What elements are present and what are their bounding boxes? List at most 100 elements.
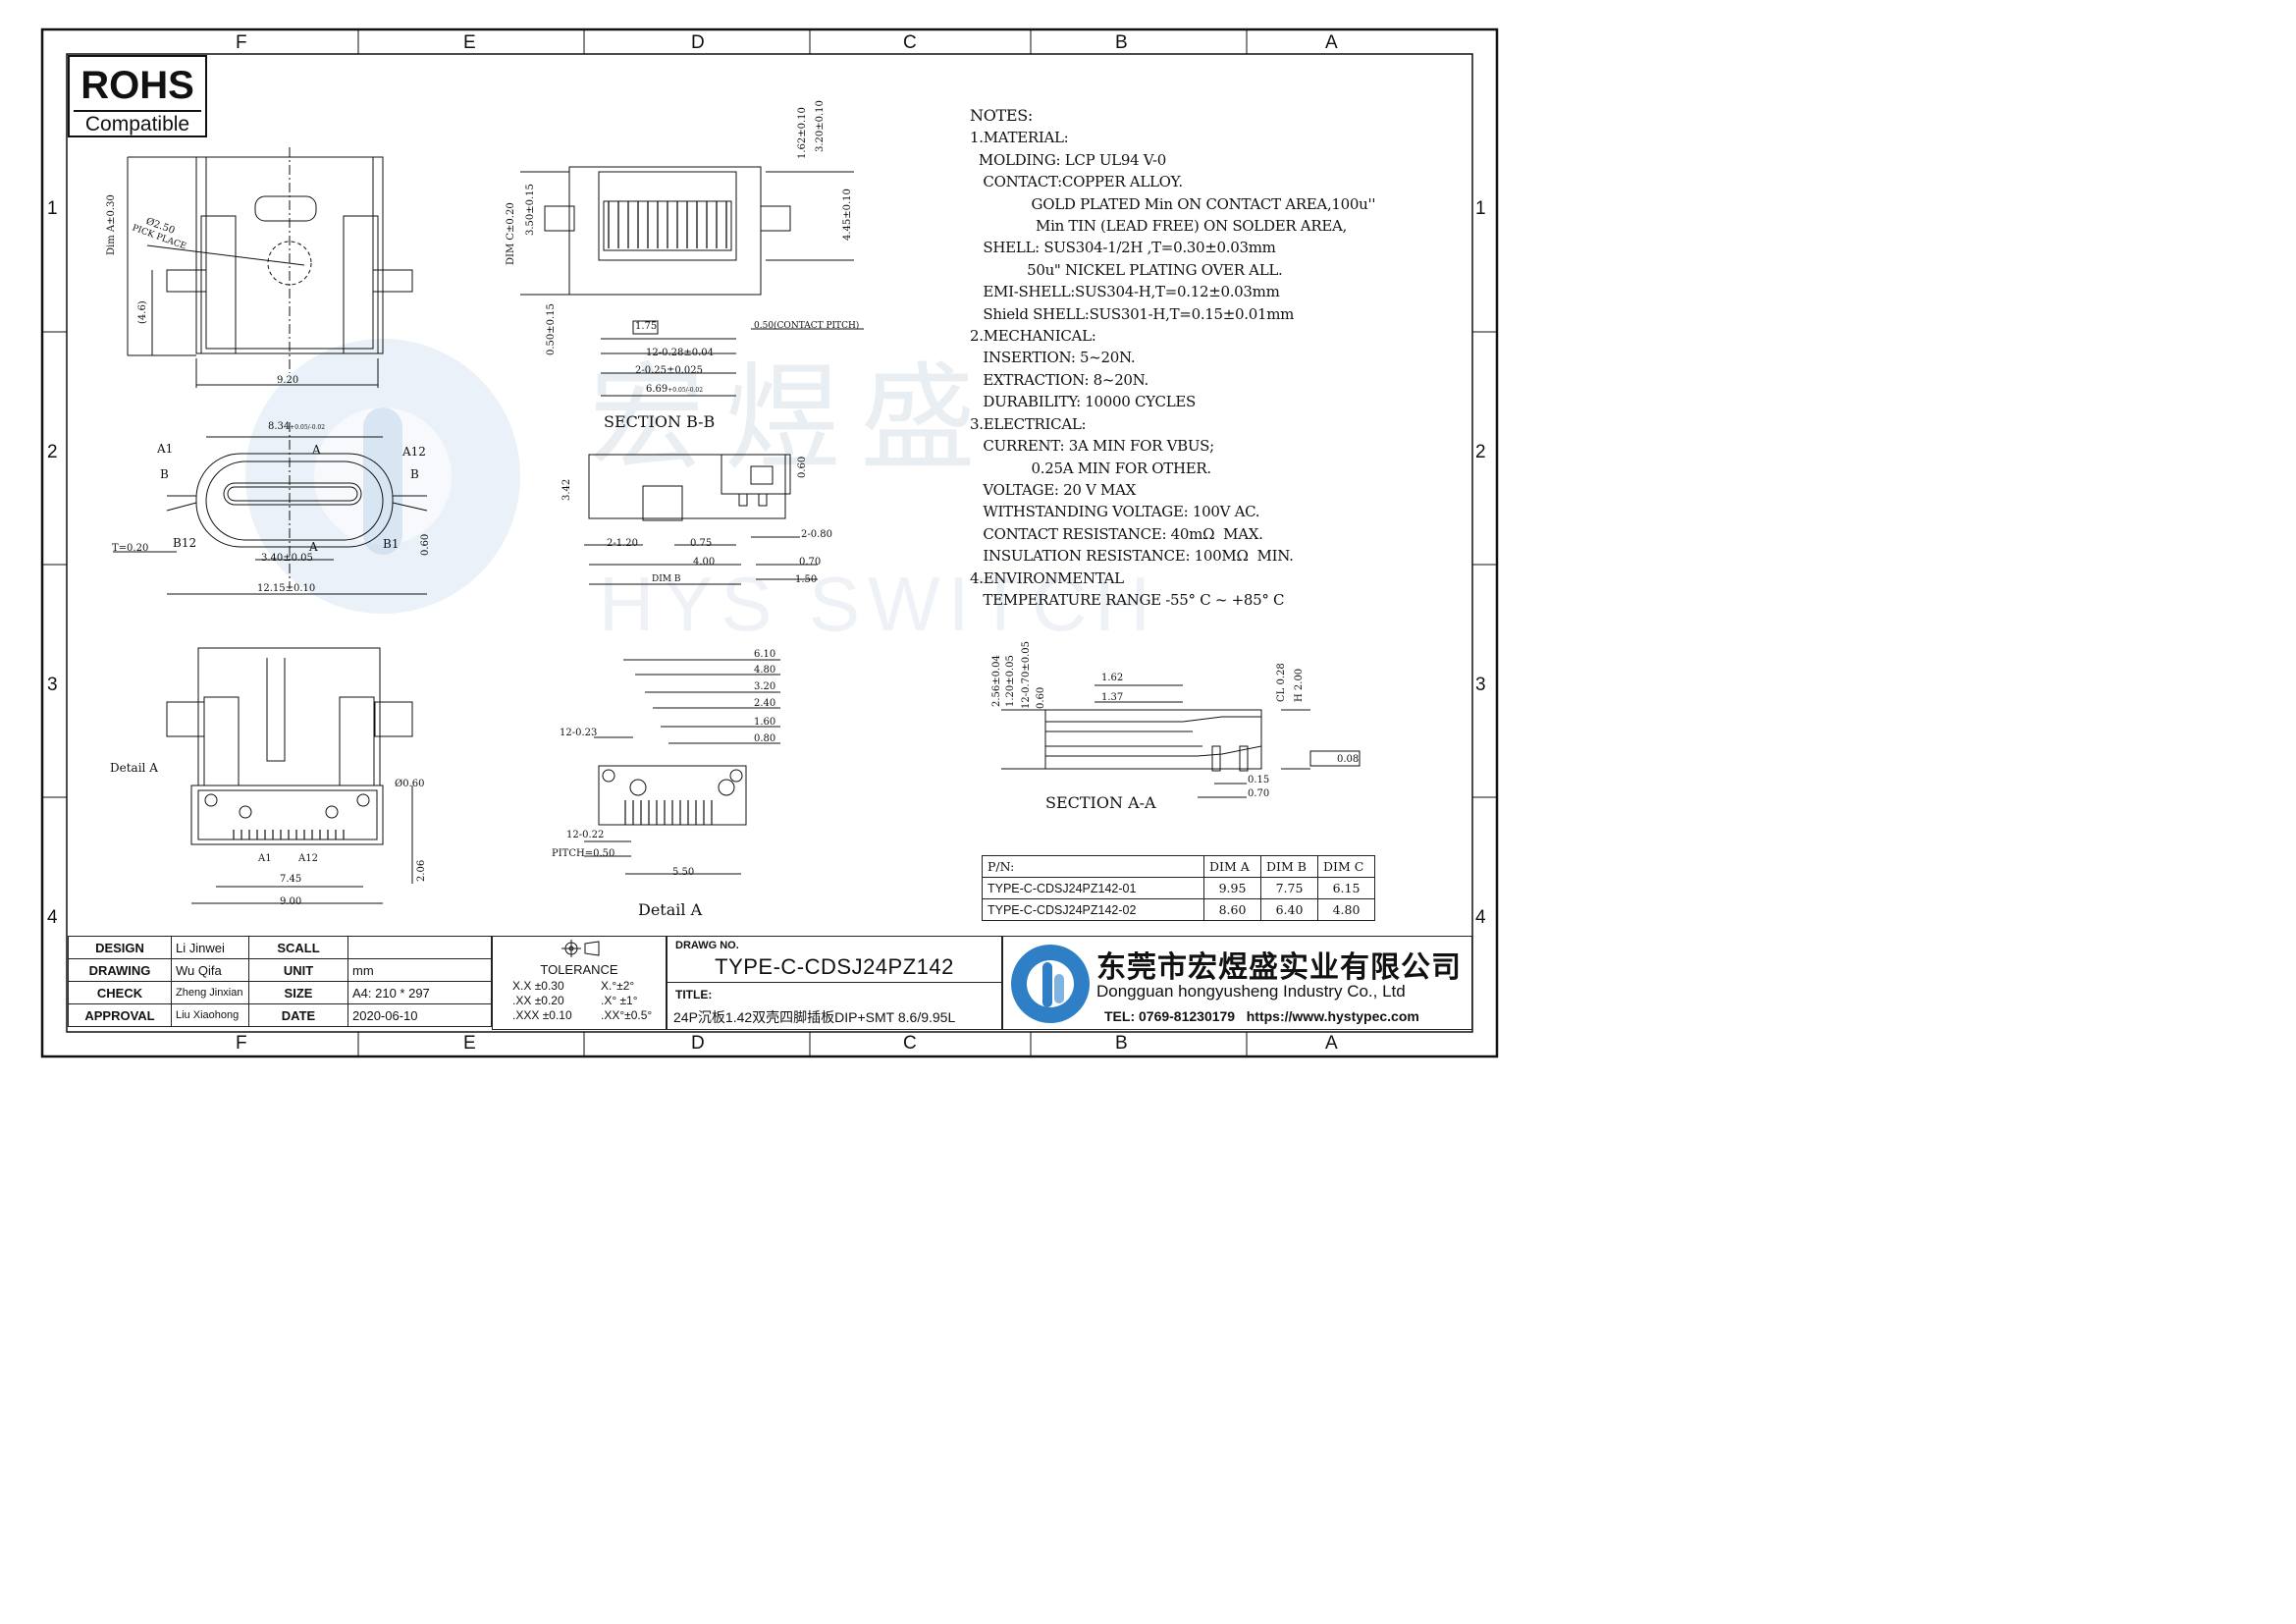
bottom-a12: A12 [298, 853, 318, 864]
pn-header: DIM B [1260, 855, 1318, 878]
drawing-frame [40, 27, 1499, 1058]
top-dim-a: Dim A±0.30 [106, 194, 117, 255]
note-line: GOLD PLATED Min ON CONTACT AREA,100u'' [970, 194, 1376, 213]
projection-symbol-icon [561, 940, 600, 957]
zone-row-3-right: 3 [1475, 675, 1486, 695]
front-a-top: A [312, 443, 321, 457]
side-150: 1.50 [795, 574, 818, 585]
bb-pitch: 0.50(CONTACT PITCH) [754, 321, 860, 331]
detail-a-drawing [584, 659, 780, 875]
scall-label: SCALL [248, 936, 348, 959]
detail-pitch: PITCH=0.50 [552, 848, 615, 859]
aa-cl: CL 0.28 [1276, 663, 1287, 702]
front-1215: 12.15±0.10 [257, 583, 316, 594]
size-label: SIZE [248, 981, 348, 1004]
zone-col-e: E [463, 32, 476, 53]
detail-320: 3.20 [754, 681, 776, 692]
note-line: CONTACT RESISTANCE: 40mΩ MAX. [970, 524, 1263, 543]
front-b-right: B [410, 467, 419, 481]
rohs-title: ROHS [74, 61, 201, 112]
side-070: 0.70 [799, 557, 822, 568]
zone-col-f-bottom: F [236, 1033, 247, 1054]
bb-dimc: DIM C±0.20 [506, 202, 516, 265]
bottom-745: 7.45 [280, 874, 302, 885]
approval-label: APPROVAL [68, 1003, 172, 1027]
front-width-834: 8.34+0.05/-0.02 [268, 421, 325, 432]
side-dimb: DIM B [652, 574, 681, 584]
note-line: Shield SHELL:SUS301-H,T=0.15±0.01mm [970, 304, 1295, 323]
watermark-cn: 宏煜盛 [589, 354, 996, 484]
bottom-206: 2.06 [416, 859, 427, 882]
pn-header: DIM C [1317, 855, 1375, 878]
tol-xx-val: ±0.20 [534, 994, 564, 1007]
zone-col-b: B [1115, 32, 1128, 53]
note-line: EXTRACTION: 8~20N. [970, 370, 1149, 389]
notes-title: NOTES: [970, 106, 1034, 125]
bottom-a1: A1 [258, 853, 272, 864]
detail-1223: 12-0.23 [560, 728, 598, 738]
zone-col-a-bottom: A [1325, 1033, 1338, 1054]
side-view-drawing [584, 454, 818, 585]
pn-cell: 4.80 [1317, 898, 1375, 921]
company-contact: TEL: 0769-81230179 https://www.hystypec.… [1104, 1008, 1419, 1024]
zone-row-2-right: 2 [1475, 442, 1486, 462]
pn-cell: 6.15 [1317, 877, 1375, 899]
bb-050: 0.50±0.15 [546, 303, 557, 355]
aa-162: 1.62 [1101, 673, 1124, 683]
bb-445: 4.45±0.10 [842, 189, 853, 241]
aa-h: H 2.00 [1294, 668, 1305, 702]
top-paren: (4.6) [137, 300, 148, 324]
aa-256: 2.56±0.04 [991, 655, 1002, 707]
zone-col-a: A [1325, 32, 1338, 53]
tolerance-label: TOLERANCE [540, 962, 618, 977]
drawing-label: DRAWING [68, 958, 172, 982]
drawing-number-block: DRAWG NO. TYPE-C-CDSJ24PZ142 TITLE: 24P沉… [667, 936, 1002, 1030]
note-line: INSULATION RESISTANCE: 100MΩ MIN. [970, 547, 1294, 566]
note-line: VOLTAGE: 20 V MAX [970, 480, 1137, 499]
pn-cell: 7.75 [1260, 877, 1318, 899]
side-075: 0.75 [690, 538, 713, 549]
bb-350: 3.50±0.15 [525, 184, 536, 236]
top-width: 9.20 [277, 375, 299, 386]
note-line: WITHSTANDING VOLTAGE: 100V AC. [970, 503, 1260, 521]
front-a12: A12 [402, 445, 426, 459]
title-label: TITLE: [675, 988, 713, 1001]
bottom-detail-label: Detail A [110, 761, 158, 775]
date-label: DATE [248, 1003, 348, 1027]
pn-header-row: P/N: DIM A DIM B DIM C [982, 855, 1375, 878]
note-line: CURRENT: 3A MIN FOR VBUS; [970, 437, 1214, 456]
pn-header: P/N: [982, 855, 1204, 878]
table-row: TYPE-C-CDSJ24PZ142-02 8.60 6.40 4.80 [982, 898, 1375, 921]
bb-669-value: 6.69 [646, 384, 668, 395]
pn-header: DIM A [1203, 855, 1261, 878]
zone-col-e-bottom: E [463, 1033, 476, 1054]
company-block: 东莞市宏煜盛实业有限公司 Dongguan hongyusheng Indust… [1002, 936, 1472, 1030]
watermark-en: HYS SWITCH [599, 561, 1158, 647]
tol-x-val: ±0.30 [534, 979, 564, 993]
zone-row-4: 4 [47, 907, 58, 928]
tol-xxx: .XXX [512, 1008, 540, 1022]
zone-row-1-right: 1 [1475, 198, 1486, 219]
note-line: EMI-SHELL:SUS304-H,T=0.12±0.03mm [970, 283, 1280, 301]
bb-2: 2-0.25±0.025 [635, 365, 704, 376]
bb-12: 12-0.28±0.04 [646, 348, 715, 358]
aa-flatness: 0.08 [1337, 754, 1360, 765]
detail-1222: 12-0.22 [566, 830, 605, 840]
drawing-title: 24P沉板1.42双壳四脚插板DIP+SMT 8.6/9.95L [673, 1009, 956, 1025]
notes-block: NOTES: 1.MATERIAL: MOLDING: LCP UL94 V-0… [970, 105, 1375, 611]
aa-12070: 12-0.70±0.05 [1021, 640, 1032, 709]
pn-cell: 8.60 [1203, 898, 1261, 921]
tol-xxx-val: ±0.10 [542, 1008, 572, 1022]
zone-row-2: 2 [47, 442, 58, 462]
side-280: 2-0.80 [801, 529, 833, 540]
note-line: 1.MATERIAL: [970, 129, 1069, 147]
title-block-people: DESIGN Li Jinwei SCALL DRAWING Wu Qifa U… [68, 936, 492, 1027]
detail-480: 4.80 [754, 665, 776, 676]
zone-col-b-bottom: B [1115, 1033, 1128, 1054]
note-line: 0.25A MIN FOR OTHER. [970, 459, 1212, 477]
aa-120: 1.20±0.05 [1005, 655, 1016, 707]
front-834-value: 8.34 [268, 421, 291, 432]
drawing-value: Wu Qifa [171, 958, 249, 982]
design-label: DESIGN [68, 936, 172, 959]
zone-row-4-right: 4 [1475, 907, 1486, 928]
